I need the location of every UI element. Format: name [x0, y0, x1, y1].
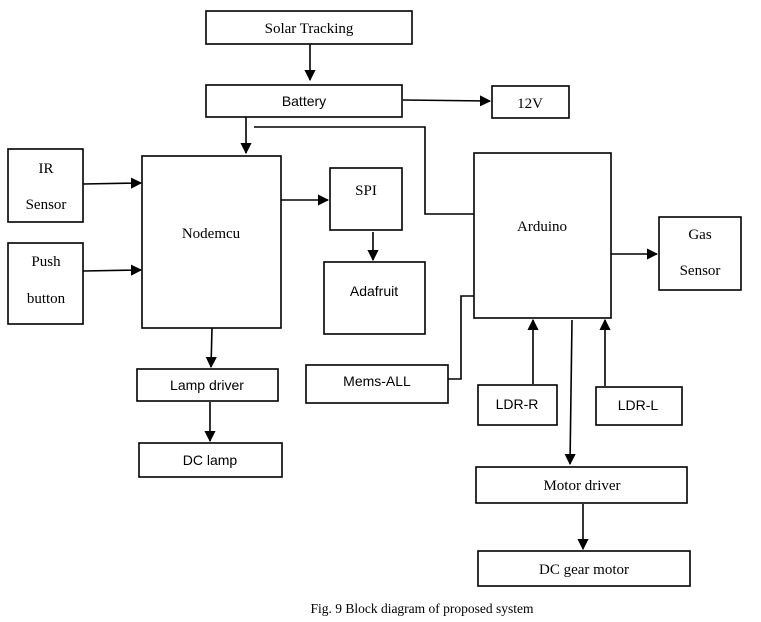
12v-label: 12V	[517, 96, 543, 112]
motor-driver-label: Motor driver	[543, 478, 620, 494]
block-mems-all: Mems-ALL	[305, 364, 449, 404]
block-motor-driver: Motor driver	[475, 466, 688, 504]
wire-battery-to-12v	[402, 95, 492, 107]
ldr-r-label: LDR-R	[496, 396, 539, 412]
block-12v: 12V	[491, 85, 570, 119]
block-ldr-l: LDR-L	[595, 386, 683, 426]
gas-sensor-label-line1: Gas	[688, 227, 711, 243]
solar-tracking-label: Solar Tracking	[265, 21, 354, 37]
push-button-label-line1: Push	[31, 254, 61, 270]
block-nodemcu: Nodemcu	[141, 155, 282, 329]
gas-sensor-label-line2: Sensor	[680, 263, 721, 279]
block-gas-sensor: Gas Sensor	[658, 216, 742, 291]
spi-label: SPI	[355, 183, 377, 199]
push-button-label-line2: button	[27, 291, 66, 307]
block-dc-lamp: DC lamp	[138, 442, 283, 478]
nodemcu-label: Nodemcu	[182, 226, 241, 242]
block-push-button: Push button	[7, 242, 84, 325]
battery-label: Battery	[282, 93, 326, 109]
arduino-label: Arduino	[517, 219, 567, 235]
ldr-l-label: LDR-L	[618, 397, 659, 413]
wire-ir-to-nodemcu	[82, 177, 143, 189]
adafruit-label: Adafruit	[350, 283, 398, 299]
wire-arduino-to-motor-driver	[564, 319, 576, 466]
block-ir-sensor: IR Sensor	[7, 148, 84, 223]
wire-battery-to-arduino	[254, 126, 482, 215]
block-arduino: Arduino	[473, 152, 612, 319]
wire-push-to-nodemcu	[82, 264, 143, 276]
block-adafruit: Adafruit	[323, 261, 426, 335]
connectors	[82, 44, 659, 551]
block-spi: SPI	[329, 167, 403, 231]
block-ldr-r: LDR-R	[477, 384, 558, 426]
mems-all-label: Mems-ALL	[343, 373, 411, 389]
wire-mems-to-arduino	[448, 295, 474, 380]
block-dc-gear-motor: DC gear motor	[477, 550, 691, 587]
block-solar-tracking: Solar Tracking	[205, 10, 413, 45]
block-lamp-driver: Lamp driver	[136, 368, 279, 402]
lamp-driver-label: Lamp driver	[170, 377, 244, 393]
wire-nodemcu-to-lamp-driver	[205, 327, 217, 369]
ir-sensor-label-line1: IR	[39, 161, 54, 177]
ir-sensor-label-line2: Sensor	[26, 197, 67, 213]
block-battery: Battery	[205, 84, 403, 118]
dc-gear-motor-label: DC gear motor	[539, 562, 629, 578]
dc-lamp-label: DC lamp	[183, 452, 238, 468]
figure-caption: Fig. 9 Block diagram of proposed system	[310, 601, 534, 616]
